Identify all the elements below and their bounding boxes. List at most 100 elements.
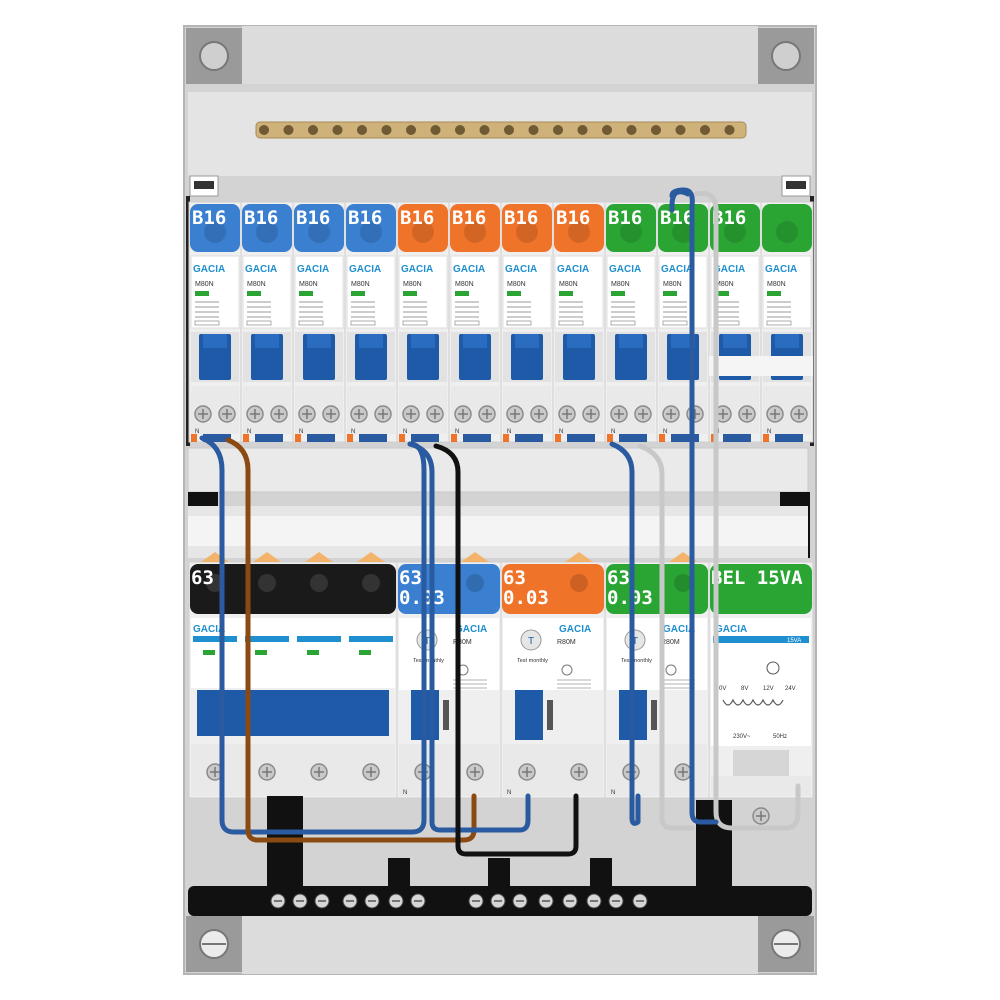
earth-hole (259, 125, 269, 135)
main-switch-rating: 63 (191, 567, 214, 589)
rcd-toggle[interactable] (515, 690, 543, 740)
mcb-cap (710, 204, 760, 252)
neutral-mark: N (247, 429, 251, 435)
earth-bar (255, 121, 747, 139)
model-label: M80N (455, 281, 474, 288)
frequency-label: 50Hz (773, 734, 787, 740)
neutral-mark: N (663, 429, 667, 435)
model-label: M80N (403, 281, 422, 288)
bell-icon (766, 661, 780, 675)
test-label: Test monthly (517, 658, 548, 664)
coil-symbol (722, 698, 784, 706)
terminal-screw (610, 405, 628, 423)
model-label: M80N (663, 281, 682, 288)
terminal-screw (518, 763, 536, 781)
wire-brown (225, 437, 477, 843)
mcb-cap (606, 204, 656, 252)
wire-black (433, 443, 579, 857)
terminal-screw (570, 763, 588, 781)
mcb-cap (450, 204, 500, 252)
neutral-mark: N (559, 429, 563, 435)
terminal-screw (466, 763, 484, 781)
mcb-rating-label: B16 (504, 207, 538, 229)
terminal-screw (686, 405, 704, 423)
voltage-label: 24V (785, 686, 796, 692)
input-voltage: 230V~ (733, 734, 751, 740)
earth-hole (528, 125, 539, 135)
main-switch: 63GACIADH (188, 552, 398, 799)
terminal-screw (790, 405, 808, 423)
terminal-screw (674, 763, 692, 781)
rcd-rating: 63 (607, 567, 630, 589)
main-switch-cap (190, 564, 396, 614)
terminal-screw (662, 405, 680, 423)
earth-hole (283, 125, 294, 135)
terminal-screw (374, 405, 392, 423)
terminal-screw (322, 405, 340, 423)
model-label: R80M (661, 639, 680, 646)
neutral-mark: N (195, 429, 199, 435)
wire-blue-3 (609, 441, 641, 826)
mcb-rating-label: B16 (192, 207, 226, 229)
model-label: M80N (299, 281, 318, 288)
terminal-screw (218, 405, 236, 423)
wire-blue-2 (407, 441, 531, 833)
terminal-screw (362, 763, 380, 781)
model-label: M80N (767, 281, 786, 288)
test-label: Test monthly (413, 658, 444, 664)
model-label: M80N (559, 281, 578, 288)
earth-hole (724, 125, 735, 135)
mcb-rating-label: B16 (400, 207, 434, 229)
neutral-mark: N (351, 429, 355, 435)
model-label: M80N (247, 281, 266, 288)
earth-hole (602, 125, 612, 135)
neutral-mark: N (507, 429, 511, 435)
earth-hole (332, 125, 343, 135)
test-button[interactable] (520, 629, 542, 651)
wire-grey-2 (693, 190, 801, 831)
mcb-cap (398, 204, 448, 252)
rating-badge: 15VA (787, 638, 801, 644)
main-switch-toggle[interactable] (197, 690, 389, 736)
terminal-screw (582, 405, 600, 423)
mcb-rating-label: B16 (348, 207, 382, 229)
neutral-mark: N (611, 790, 615, 796)
neutral-mark: N (507, 790, 511, 796)
mcb-rating-label: B16 (556, 207, 590, 229)
terminal-screw (766, 405, 784, 423)
brand-label: GACIA (349, 264, 381, 275)
model-label: R80M (453, 639, 472, 646)
earth-hole (675, 125, 686, 135)
mcb-rating-label: B16 (296, 207, 330, 229)
neutral-mark: N (611, 429, 615, 435)
mcb-cap (502, 204, 552, 252)
rcd-cap (502, 564, 604, 614)
wire-grey-1 (637, 443, 695, 831)
brand-label: GACIA (505, 264, 537, 275)
voltage-label: 0V (719, 686, 726, 692)
wire-blue-4 (669, 187, 719, 825)
transformer-label: BEL 15VA (711, 567, 803, 589)
terminal-screw (738, 405, 756, 423)
terminal-screw (558, 405, 576, 423)
brand-label: GACIA (715, 624, 747, 635)
earth-hole (406, 125, 416, 135)
mcb-cap (190, 204, 240, 252)
voltage-label: 8V (741, 686, 748, 692)
brand-label: GACIA (559, 624, 591, 635)
wiring (199, 187, 801, 857)
mcb-cap (658, 204, 708, 252)
brand-label: GACIA (765, 264, 797, 275)
mcb-cap (346, 204, 396, 252)
